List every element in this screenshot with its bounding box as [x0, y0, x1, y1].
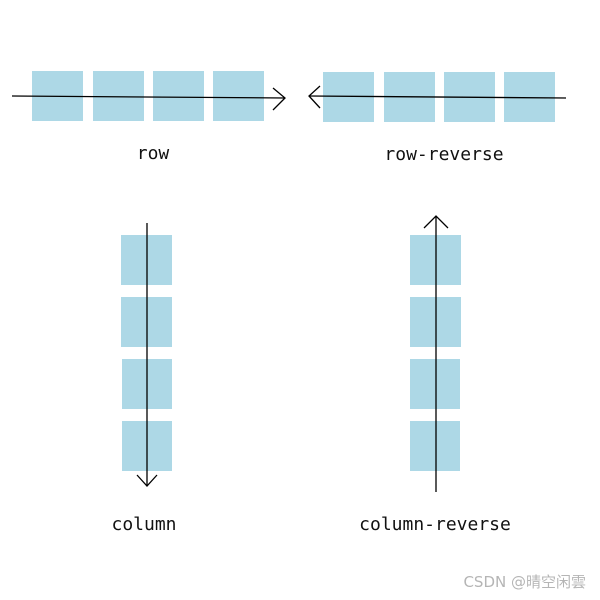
row-flex-item-4 [213, 71, 264, 121]
column-label: column [111, 514, 177, 535]
row-reverse-label: row-reverse [384, 144, 504, 165]
column-reverse-arrowhead-icon [423, 215, 449, 229]
column-reverse-flex-item-4 [410, 421, 460, 471]
row-flex-item-3 [153, 71, 204, 121]
row-label: row [136, 143, 170, 164]
row-main-axis-line [11, 95, 286, 99]
column-reverse-flex-item-3 [410, 359, 460, 409]
row-reverse-main-axis-line [308, 95, 567, 99]
row-flex-item-2 [93, 71, 144, 121]
watermark: CSDN @晴空闲雲 [463, 573, 586, 591]
row-arrowhead-icon [272, 87, 286, 111]
column-reverse-label: column-reverse [359, 514, 511, 535]
row-diagram [11, 71, 286, 121]
column-diagram [121, 223, 172, 487]
column-arrowhead-icon [136, 474, 158, 487]
column-reverse-diagram [410, 215, 461, 492]
row-reverse-arrowhead-icon [308, 85, 321, 109]
row-reverse-diagram [308, 72, 567, 122]
